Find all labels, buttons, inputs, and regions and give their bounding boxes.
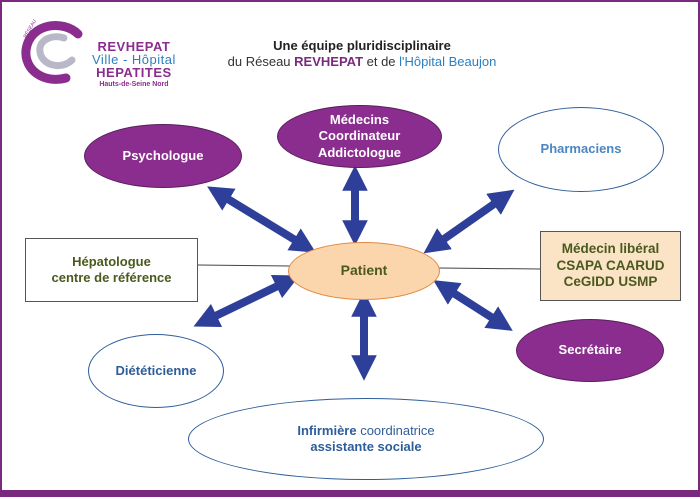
connector-line-medecin-liberal [438, 267, 541, 270]
infirmiere-line2: assistante sociale [310, 439, 422, 454]
page-title: Une équipe pluridisciplinaire du Réseau … [192, 38, 532, 71]
logo-name: REVHEPAT [97, 39, 171, 54]
arrow-dieteticienne [193, 275, 300, 327]
bottom-bar [2, 490, 698, 495]
arrow-psychologue [207, 186, 316, 253]
hepatologue-line2: centre de référence [51, 270, 172, 285]
node-dieteticienne: Diététicienne [88, 334, 224, 408]
infirmiere-main: Infirmière [297, 422, 357, 438]
logo-region: Hauts-de-Seine Nord [99, 81, 169, 88]
medecin-liberal-line3: CeGIDD USMP [563, 274, 658, 290]
medecins-line3: Addictologue [317, 144, 402, 160]
node-secretaire: Secrétaire [516, 319, 664, 382]
node-medecin-liberal: Médecin libéral CSAPA CAARUD CeGIDD USMP [540, 231, 681, 301]
node-psychologue-label: Psychologue [122, 147, 204, 163]
title-prefix: du Réseau [227, 54, 295, 70]
medecin-liberal-line2: CSAPA CAARUD [556, 257, 665, 273]
node-pharmaciens: Pharmaciens [498, 107, 664, 192]
title-hospital: l'Hôpital Beaujon [399, 54, 497, 70]
node-patient-label: Patient [340, 262, 388, 279]
medecins-line1: Médecins [329, 112, 390, 128]
node-medecins-label: Médecins Coordinateur Addictologue [318, 112, 401, 161]
node-patient: Patient [288, 242, 440, 300]
infirmiere-line1: Infirmière coordinatrice [297, 423, 434, 439]
node-dieteticienne-label: Diététicienne [115, 362, 197, 378]
title-brand: REVHEPAT [294, 54, 364, 70]
logo-hepatites: HEPATITES [96, 65, 172, 80]
hepatologue-line1: Hépatologue [72, 253, 151, 269]
node-infirmiere-label: Infirmière coordinatrice assistante soci… [297, 423, 434, 456]
arrow-secretaire [433, 280, 513, 331]
node-hepatologue-label: Hépatologue centre de référence [52, 254, 172, 287]
title-line2: du Réseau REVHEPAT et de l'Hôpital Beauj… [192, 54, 532, 70]
node-psychologue: Psychologue [84, 124, 242, 188]
node-infirmiere: Infirmière coordinatrice assistante soci… [188, 398, 544, 480]
node-medecins: Médecins Coordinateur Addictologue [277, 105, 442, 168]
title-line1: Une équipe pluridisciplinaire [273, 38, 451, 53]
medecins-line2: Coordinateur [318, 128, 401, 144]
medecin-liberal-line1: Médecin libéral [561, 240, 660, 256]
revhepat-logo: RÉSEAU REVHEPAT Ville - Hôpital HEPATITE… [16, 12, 186, 92]
title-middle: et de [363, 54, 400, 70]
arrow-pharmaciens [423, 189, 515, 254]
logo-subtitle: Ville - Hôpital [92, 52, 176, 67]
node-pharmaciens-label: Pharmaciens [540, 141, 622, 157]
connector-line-hepatologue [197, 264, 291, 267]
infirmiere-rest: coordinatrice [356, 422, 435, 438]
logo-swirl-icon [21, 21, 83, 84]
logo-text: REVHEPAT Ville - Hôpital HEPATITES Hauts… [92, 40, 176, 88]
node-medecin-liberal-label: Médecin libéral CSAPA CAARUD CeGIDD USMP [557, 241, 665, 292]
node-hepatologue: Hépatologue centre de référence [25, 238, 198, 302]
node-secretaire-label: Secrétaire [558, 342, 622, 358]
